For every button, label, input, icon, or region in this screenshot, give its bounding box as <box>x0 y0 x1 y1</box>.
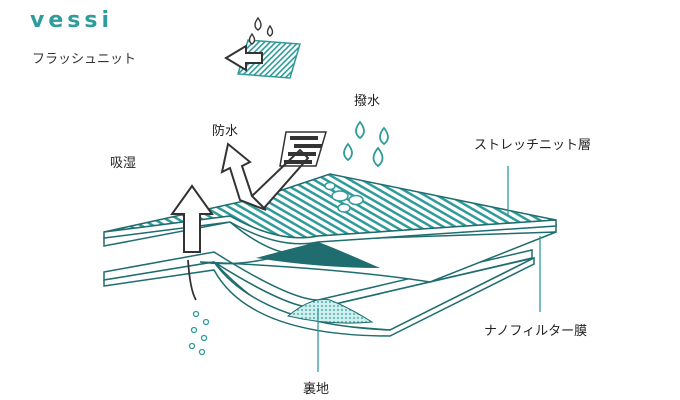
label-moisture-absorb: 吸湿 <box>110 156 137 171</box>
down-arrow-icon <box>220 131 328 211</box>
label-waterproof: 防水 <box>212 124 239 139</box>
label-nano-filter-membrane: ナノフィルター膜 <box>484 324 588 339</box>
brand-logo: vessi <box>30 8 113 33</box>
stretch-knit-layer <box>103 173 557 245</box>
water-drop-icon <box>343 120 389 168</box>
label-water-repellent: 撥水 <box>354 94 381 109</box>
up-arrow-icon <box>170 184 214 356</box>
label-lining: 裏地 <box>303 382 330 397</box>
lining-layer <box>103 249 535 337</box>
label-stretch-knit-layer: ストレッチニット層 <box>474 138 592 153</box>
fabric-droplet-icon <box>224 16 301 79</box>
product-name: フラッシュニット <box>32 52 137 67</box>
